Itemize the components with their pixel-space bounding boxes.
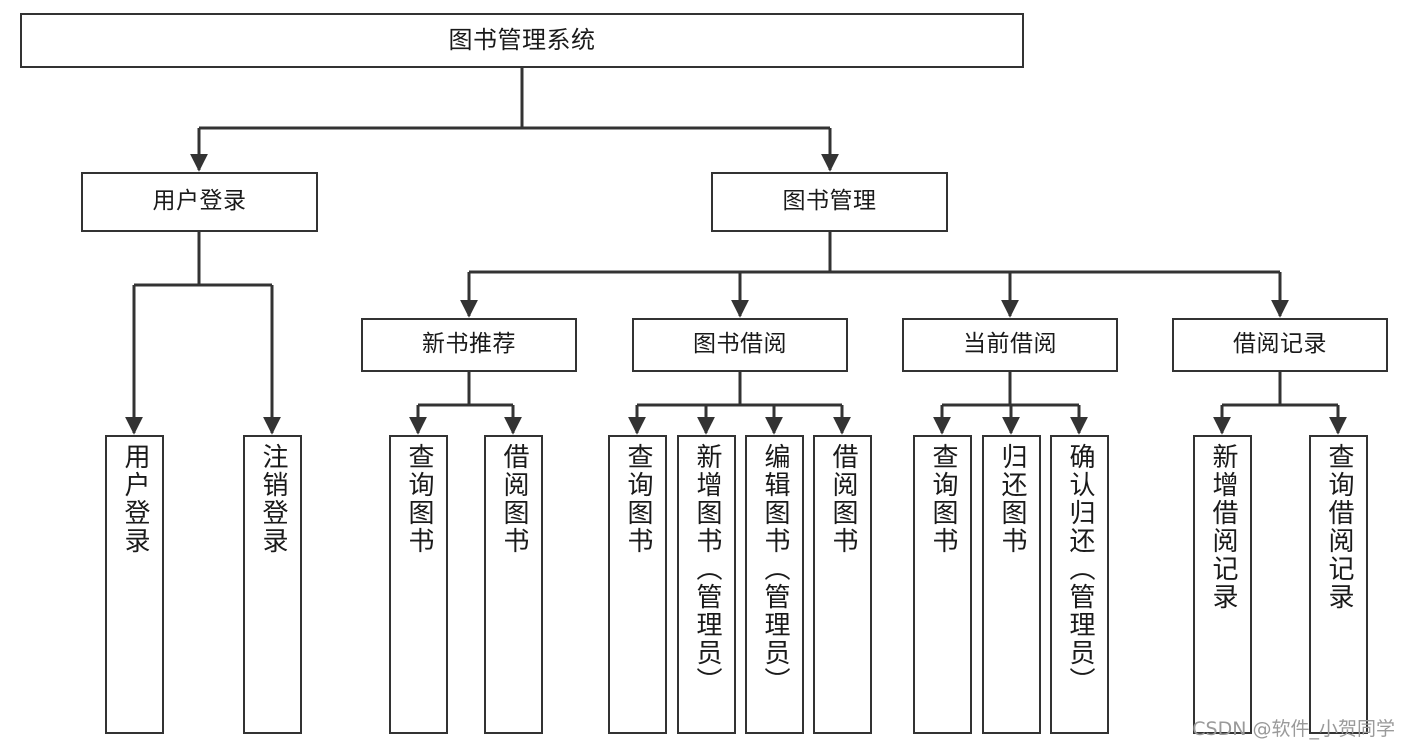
node-book-borrow[interactable]: 图书借阅	[632, 318, 848, 372]
node-label: 注销登录	[258, 443, 289, 555]
node-label: 图书管理系统	[448, 26, 596, 55]
csdn-watermark: CSDN @软件_小贺同学	[1192, 718, 1395, 740]
node-label: 借阅图书	[499, 443, 530, 555]
node-label: 图书借阅	[693, 331, 787, 358]
leaf-current-return-book[interactable]: 归还图书	[982, 435, 1041, 734]
leaf-current-confirm-return-admin[interactable]: 确认归还（管理员）	[1050, 435, 1109, 734]
node-label: 借阅记录	[1233, 331, 1327, 358]
node-label: 新增图书（管理员）	[692, 443, 723, 695]
node-label: 查询图书	[623, 443, 654, 555]
leaf-recommend-query-book[interactable]: 查询图书	[389, 435, 448, 734]
node-borrow-record[interactable]: 借阅记录	[1172, 318, 1388, 372]
leaf-borrow-edit-book-admin[interactable]: 编辑图书（管理员）	[745, 435, 804, 734]
node-current-borrow[interactable]: 当前借阅	[902, 318, 1118, 372]
node-label: 借阅图书	[828, 443, 859, 555]
leaf-user-login-logout[interactable]: 注销登录	[243, 435, 302, 734]
leaf-record-add-record[interactable]: 新增借阅记录	[1193, 435, 1252, 734]
node-label: 当前借阅	[963, 331, 1057, 358]
leaf-recommend-borrow-book[interactable]: 借阅图书	[484, 435, 543, 734]
node-label: 用户登录	[120, 443, 151, 555]
node-label: 新书推荐	[422, 331, 516, 358]
node-label: 确认归还（管理员）	[1065, 443, 1096, 695]
node-label: 查询图书	[404, 443, 435, 555]
leaf-user-login-login[interactable]: 用户登录	[105, 435, 164, 734]
leaf-borrow-borrow-book[interactable]: 借阅图书	[813, 435, 872, 734]
node-label: 图书管理	[782, 188, 877, 215]
node-new-book-recommend[interactable]: 新书推荐	[361, 318, 577, 372]
node-label: 新增借阅记录	[1208, 443, 1239, 611]
node-book-management[interactable]: 图书管理	[711, 172, 948, 232]
node-root-system[interactable]: 图书管理系统	[20, 13, 1024, 68]
node-label: 编辑图书（管理员）	[760, 443, 791, 695]
leaf-current-query-book[interactable]: 查询图书	[913, 435, 972, 734]
node-label: 用户登录	[152, 188, 247, 215]
leaf-borrow-add-book-admin[interactable]: 新增图书（管理员）	[677, 435, 736, 734]
node-user-login[interactable]: 用户登录	[81, 172, 318, 232]
leaf-borrow-query-book[interactable]: 查询图书	[608, 435, 667, 734]
leaf-record-query-record[interactable]: 查询借阅记录	[1309, 435, 1368, 734]
node-label: 归还图书	[997, 443, 1028, 555]
node-label: 查询借阅记录	[1324, 443, 1355, 611]
node-label: 查询图书	[928, 443, 959, 555]
